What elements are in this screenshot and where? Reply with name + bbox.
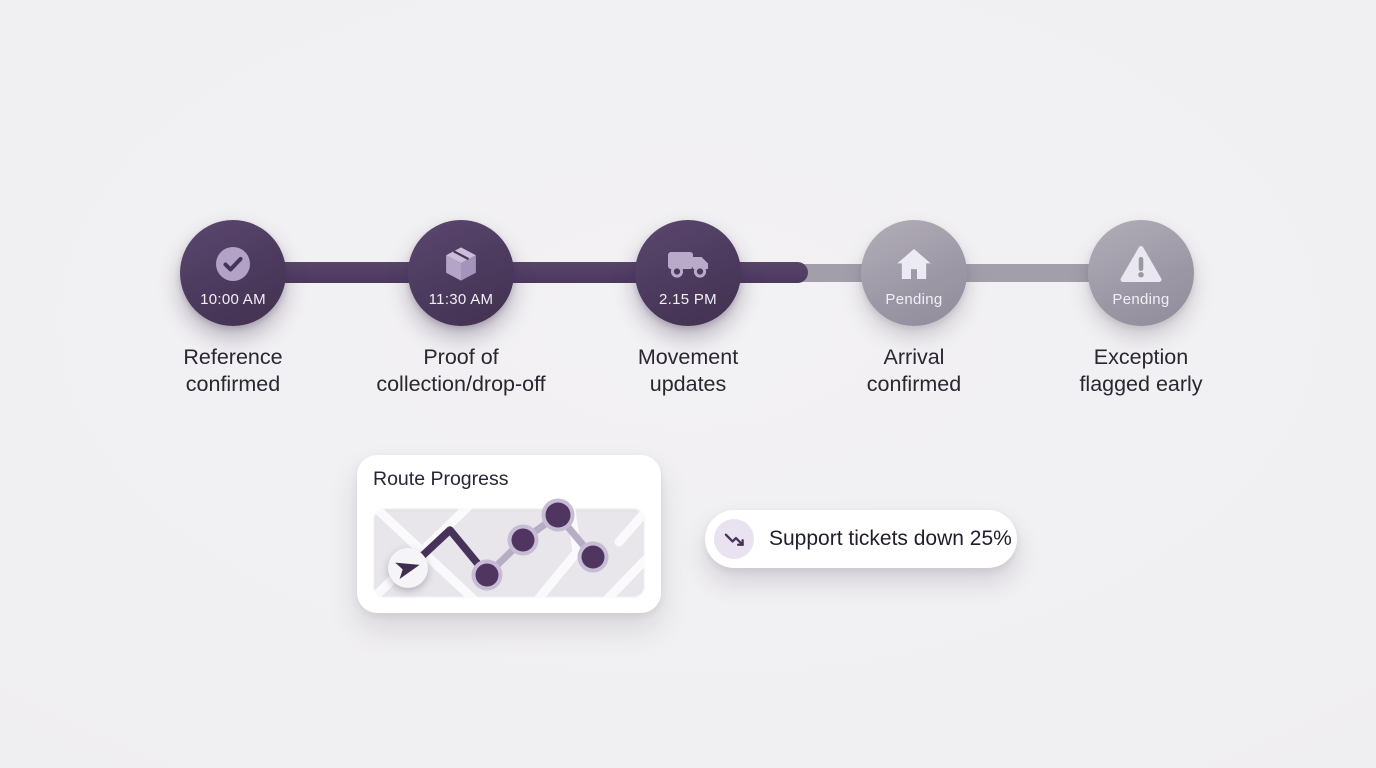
step-status: Pending — [1112, 291, 1170, 308]
step-label: Movement updates — [637, 345, 739, 396]
timeline-step-exception-flagged: Pending Exception flagged early — [1026, 220, 1256, 397]
step-label: Reference confirmed — [183, 345, 283, 396]
support-pill-text: Support tickets down 25% — [769, 527, 1012, 550]
step-node[interactable]: Pending — [1088, 220, 1194, 326]
route-progress-card: Route Progress — [357, 455, 661, 613]
timeline-step-arrival-confirmed: Pending Arrival confirmed — [799, 220, 1029, 397]
timeline-step-proof-of-collection: 11:30 AM Proof of collection/drop-off — [346, 220, 576, 397]
step-time: 2.15 PM — [659, 291, 717, 308]
package-icon — [440, 241, 482, 287]
warning-icon — [1119, 241, 1163, 287]
trending-down-icon — [714, 519, 754, 559]
timeline-step-movement-updates: 2.15 PM Movement updates — [573, 220, 803, 397]
step-label: Exception flagged early — [1079, 345, 1203, 396]
step-node[interactable]: 11:30 AM — [408, 220, 514, 326]
timeline-step-reference-confirmed: 10:00 AM Reference confirmed — [118, 220, 348, 397]
step-status: Pending — [885, 291, 943, 308]
step-node[interactable]: 2.15 PM — [635, 220, 741, 326]
step-label: Proof of collection/drop-off — [376, 345, 546, 396]
step-node[interactable]: 10:00 AM — [180, 220, 286, 326]
check-circle-icon — [213, 241, 253, 287]
route-card-title: Route Progress — [373, 468, 509, 490]
step-node[interactable]: Pending — [861, 220, 967, 326]
home-icon — [894, 241, 934, 287]
route-map — [373, 508, 645, 598]
step-label: Arrival confirmed — [866, 345, 962, 396]
truck-icon — [664, 241, 712, 287]
step-time: 11:30 AM — [428, 291, 494, 308]
map-roads-icon — [373, 508, 645, 598]
step-time: 10:00 AM — [200, 291, 266, 308]
support-tickets-chip[interactable]: Support tickets down 25% — [705, 510, 1017, 568]
